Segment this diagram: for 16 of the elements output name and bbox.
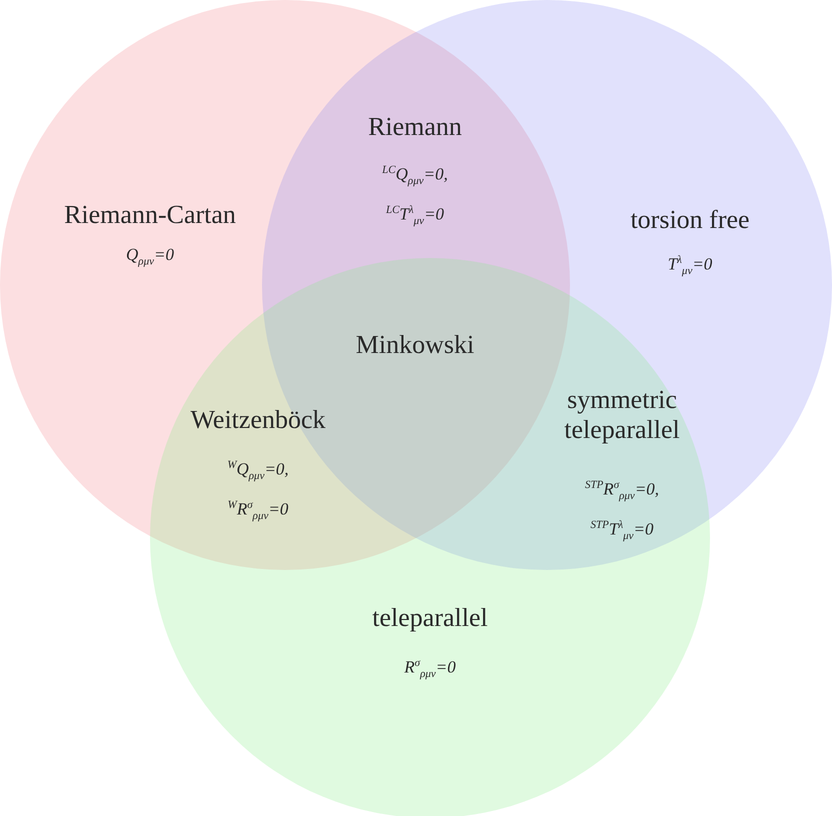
formula: $^{W}$R$^{σ}$$_{ρμν}$=0 bbox=[228, 498, 288, 524]
set-name: Riemann-Cartan bbox=[64, 200, 236, 230]
formula: $^{LC}$Q$_{ρμν}$=0, bbox=[382, 163, 448, 190]
formula: $^{LC}$T$^{λ}$$_{μν}$=0 bbox=[386, 203, 444, 230]
region-name: Riemann bbox=[368, 112, 462, 142]
region-name: Minkowski bbox=[356, 330, 474, 360]
formula: R$^{σ}$$_{ρμν}$=0 bbox=[404, 656, 456, 682]
formula: $^{W}$Q$_{ρμν}$=0, bbox=[227, 458, 289, 484]
set-name: torsion free bbox=[630, 205, 750, 235]
formula: Q$_{ρμν}$=0 bbox=[126, 245, 174, 270]
region-name: symmetric teleparallel bbox=[563, 385, 681, 445]
formula: $^{STP}$T$^{λ}$$_{μν}$=0 bbox=[590, 518, 654, 544]
formula: $^{STP}$R$^{σ}$$_{ρμν}$=0, bbox=[584, 478, 660, 504]
formula: T$^{λ}$$_{μν}$=0 bbox=[668, 253, 712, 280]
set-name: teleparallel bbox=[372, 603, 488, 633]
region-name: Weitzenböck bbox=[190, 405, 326, 435]
